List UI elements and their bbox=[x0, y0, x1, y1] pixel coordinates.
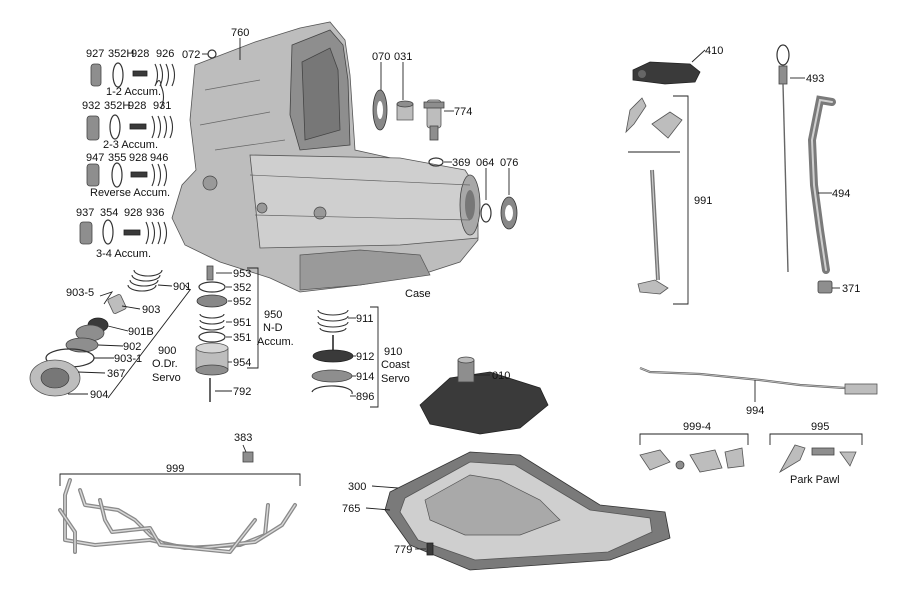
accumulator-1-2: 927 352H 928 926 1-2 Accum. bbox=[86, 48, 176, 109]
label-352h: 352H bbox=[108, 48, 134, 60]
label-076: 076 bbox=[500, 157, 518, 169]
label-928-4: 928 bbox=[124, 207, 142, 219]
label-792: 792 bbox=[233, 386, 251, 398]
oil-pan-group: 300 765 779 bbox=[342, 451, 671, 571]
label-031: 031 bbox=[394, 51, 412, 63]
label-od-servo: Servo bbox=[152, 372, 181, 384]
label-072: 072 bbox=[182, 49, 200, 61]
accumulator-2-3: 932 352H 928 931 2-3 Accum. bbox=[82, 100, 174, 151]
label-355: 355 bbox=[108, 152, 126, 164]
label-947: 947 bbox=[86, 152, 104, 164]
label-010: 010 bbox=[492, 370, 510, 382]
filter-010: 010 bbox=[419, 356, 549, 435]
label-951: 951 bbox=[233, 317, 251, 329]
label-999-4: 999-4 bbox=[683, 421, 711, 433]
label-3-4-accum: 3-4 Accum. bbox=[96, 248, 151, 260]
label-932: 932 bbox=[82, 100, 100, 112]
label-953: 953 bbox=[233, 268, 251, 280]
label-371: 371 bbox=[842, 283, 860, 295]
label-954: 954 bbox=[233, 357, 251, 369]
label-927: 927 bbox=[86, 48, 104, 60]
label-928: 928 bbox=[131, 48, 149, 60]
label-park-pawl: Park Pawl bbox=[790, 474, 840, 486]
label-950: 950 bbox=[264, 309, 282, 321]
label-936: 936 bbox=[146, 207, 164, 219]
label-914: 914 bbox=[356, 371, 374, 383]
tubes-group: 383 999 bbox=[58, 432, 301, 554]
label-383: 383 bbox=[234, 432, 252, 444]
label-903: 903 bbox=[142, 304, 160, 316]
label-760: 760 bbox=[231, 27, 249, 39]
label-901b: 901B bbox=[128, 326, 154, 338]
accumulator-3-4: 937 354 928 936 3-4 Accum. bbox=[76, 207, 168, 260]
label-952: 952 bbox=[233, 296, 251, 308]
label-300: 300 bbox=[348, 481, 366, 493]
label-910: 910 bbox=[384, 346, 402, 358]
label-774: 774 bbox=[454, 106, 472, 118]
cable-994: 994 bbox=[639, 366, 878, 417]
label-nd-accum: Accum. bbox=[257, 336, 294, 348]
label-765: 765 bbox=[342, 503, 360, 515]
label-064: 064 bbox=[476, 157, 494, 169]
label-902: 902 bbox=[123, 341, 141, 353]
label-994: 994 bbox=[746, 405, 764, 417]
case-parts-top: 072 760 070 031 774 369 064 076 Case bbox=[182, 27, 518, 300]
label-901: 901 bbox=[173, 281, 191, 293]
label-779: 779 bbox=[394, 544, 412, 556]
label-911: 911 bbox=[356, 313, 374, 325]
coast-servo-group: 911 912 914 896 910 Coast Servo bbox=[311, 306, 410, 408]
label-494: 494 bbox=[832, 188, 850, 200]
label-926: 926 bbox=[156, 48, 174, 60]
label-904: 904 bbox=[90, 389, 108, 401]
label-928-2: 928 bbox=[128, 100, 146, 112]
label-369: 369 bbox=[452, 157, 470, 169]
label-931: 931 bbox=[153, 100, 171, 112]
label-900: 900 bbox=[158, 345, 176, 357]
label-1-2-accum: 1-2 Accum. bbox=[106, 86, 161, 98]
label-367: 367 bbox=[107, 368, 125, 380]
bracket-999-4: 999-4 bbox=[639, 421, 749, 473]
label-999: 999 bbox=[166, 463, 184, 475]
label-354: 354 bbox=[100, 207, 118, 219]
label-903-5: 903-5 bbox=[66, 287, 94, 299]
label-351: 351 bbox=[233, 332, 251, 344]
detent-lever-group: 410 991 bbox=[625, 45, 723, 305]
nd-accumulator-group: 953 352 952 951 351 954 792 950 N-D Accu… bbox=[195, 265, 294, 402]
label-896: 896 bbox=[356, 391, 374, 403]
label-912: 912 bbox=[356, 351, 374, 363]
overdrive-servo-group: 901 903-5 903 901B 902 903-1 367 904 900… bbox=[29, 269, 191, 401]
label-coast-servo: Servo bbox=[381, 373, 410, 385]
label-reverse-accum: Reverse Accum. bbox=[90, 187, 170, 199]
label-070: 070 bbox=[372, 51, 390, 63]
park-pawl-995: 995 Park Pawl bbox=[769, 421, 863, 486]
label-937: 937 bbox=[76, 207, 94, 219]
accumulator-reverse: 947 355 928 946 Reverse Accum. bbox=[86, 152, 170, 199]
label-coast: Coast bbox=[381, 359, 410, 371]
label-352h-2: 352H bbox=[104, 100, 130, 112]
label-410: 410 bbox=[705, 45, 723, 57]
label-2-3-accum: 2-3 Accum. bbox=[103, 139, 158, 151]
label-946: 946 bbox=[150, 152, 168, 164]
label-995: 995 bbox=[811, 421, 829, 433]
label-case: Case bbox=[405, 288, 431, 300]
label-352: 352 bbox=[233, 282, 251, 294]
label-odr: O.Dr. bbox=[152, 358, 178, 370]
label-493: 493 bbox=[806, 73, 824, 85]
label-928-3: 928 bbox=[129, 152, 147, 164]
label-n-d: N-D bbox=[263, 322, 283, 334]
dipstick-group: 493 494 371 bbox=[776, 44, 860, 295]
label-991: 991 bbox=[694, 195, 712, 207]
transmission-case bbox=[171, 21, 481, 293]
